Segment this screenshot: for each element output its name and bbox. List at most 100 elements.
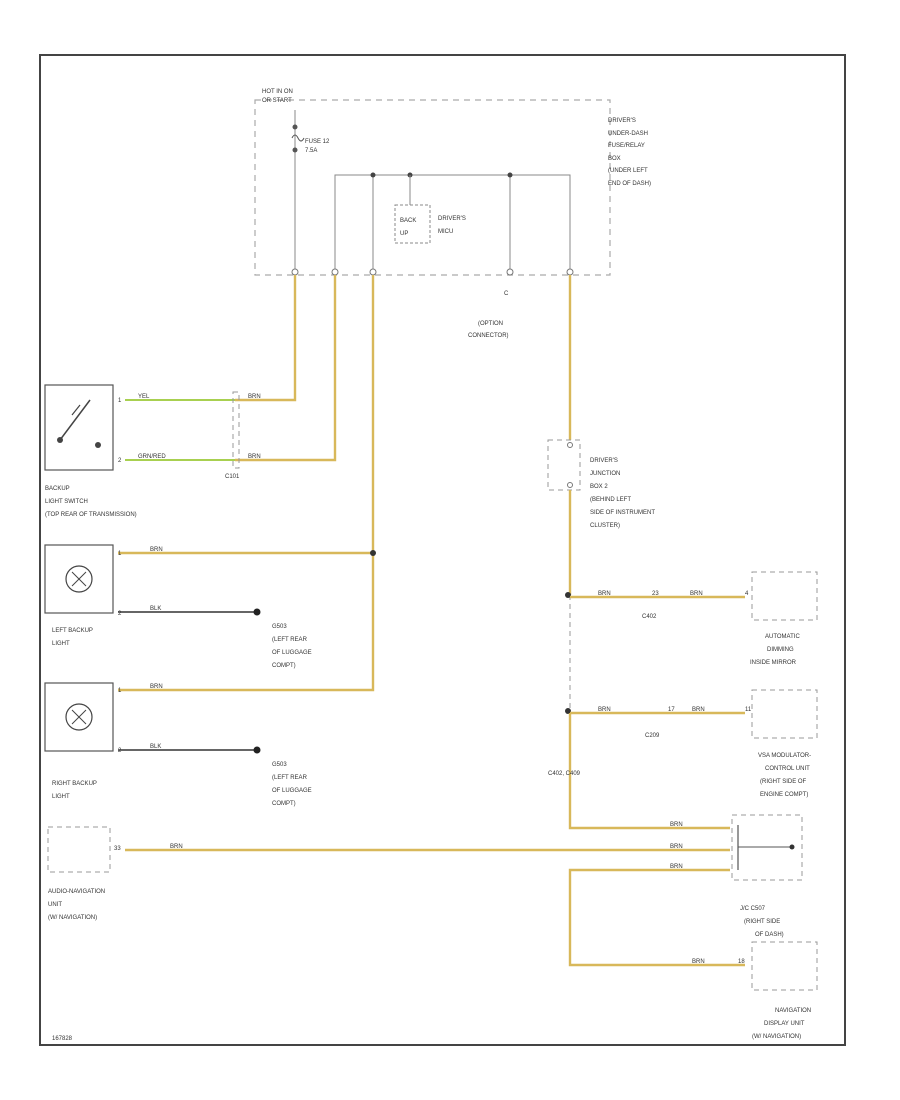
svg-text:BOX: BOX <box>608 156 621 162</box>
svg-text:SIDE OF INSTRUMENT: SIDE OF INSTRUMENT <box>590 510 655 516</box>
svg-text:CONTROL UNIT: CONTROL UNIT <box>765 766 810 772</box>
c402-label: C402 <box>642 614 657 620</box>
svg-text:4: 4 <box>745 591 749 597</box>
ground-g503-2 <box>253 746 261 754</box>
svg-text:33: 33 <box>114 846 121 852</box>
svg-text:LEFT BACKUP: LEFT BACKUP <box>52 628 93 634</box>
wire-backup-feed <box>118 275 375 692</box>
c402-c409-label: C402, C409 <box>548 771 581 777</box>
svg-text:G503: G503 <box>272 762 287 768</box>
fuse-box-label: DRIVER'S UNDER-DASH FUSE/RELAY BOX (UNDE… <box>608 118 651 187</box>
svg-text:2: 2 <box>118 458 122 464</box>
splice-vsa <box>565 708 571 714</box>
option-connector-line-2: CONNECTOR) <box>468 333 509 339</box>
fuse-box-enclosure <box>254 99 611 276</box>
svg-text:OF DASH): OF DASH) <box>755 932 784 938</box>
wire-label-grn: GRN/RED <box>138 454 166 460</box>
hot-label-2: OR START <box>262 98 292 104</box>
svg-text:1: 1 <box>118 551 122 557</box>
svg-text:COMPT): COMPT) <box>272 663 296 669</box>
wire-to-jc-1 <box>568 713 730 830</box>
jc-c507: J/C C507 (RIGHT SIDE OF DASH) <box>731 814 803 938</box>
svg-text:ENGINE COMPT): ENGINE COMPT) <box>760 792 808 798</box>
figure-code: 167828 <box>52 1036 73 1042</box>
svg-text:UNIT: UNIT <box>48 902 62 908</box>
svg-text:DRIVER'S: DRIVER'S <box>608 118 636 124</box>
svg-text:JUNCTION: JUNCTION <box>590 471 620 477</box>
svg-text:(W/ NAVIGATION): (W/ NAVIGATION) <box>48 915 97 921</box>
svg-text:J/C C507: J/C C507 <box>740 906 766 912</box>
svg-text:(RIGHT SIDE: (RIGHT SIDE <box>744 919 780 925</box>
option-connector-line-1: (OPTION <box>478 321 503 327</box>
ground-label-2: G503 (LEFT REAR OF LUGGAGE COMPT) <box>272 762 312 807</box>
fuse-12: FUSE 12 7.5A <box>291 110 330 270</box>
svg-text:END OF DASH): END OF DASH) <box>608 181 651 187</box>
auto-dimming-mirror: 4 AUTOMATIC DIMMING INSIDE MIRROR <box>745 571 818 666</box>
audio-navigation-unit: 33 AUDIO-NAVIGATION UNIT (W/ NAVIGATION) <box>47 826 121 921</box>
svg-text:(LEFT REAR: (LEFT REAR <box>272 775 308 781</box>
c209-label: C209 <box>645 733 660 739</box>
svg-text:2: 2 <box>118 748 122 754</box>
right-backup-light: 1 2 RIGHT BACKUP LIGHT <box>44 682 122 800</box>
ground-g503-1 <box>253 608 261 616</box>
svg-text:11: 11 <box>745 707 752 713</box>
svg-text:LIGHT SWITCH: LIGHT SWITCH <box>45 499 88 505</box>
wire-label-mirror-brn-2: BRN <box>690 591 703 597</box>
svg-text:DRIVER'S: DRIVER'S <box>590 458 618 464</box>
backup-light-switch: 1 2 BACKUP LIGHT SWITCH (TOP REAR OF TRA… <box>44 384 137 518</box>
wire-label-left-brn: BRN <box>150 547 163 553</box>
wire-label-jc-brn-3: BRN <box>670 864 683 870</box>
wire-label-audio-brn: BRN <box>170 844 183 850</box>
wire-label-right-brn: BRN <box>150 684 163 690</box>
svg-text:UNDER-DASH: UNDER-DASH <box>608 131 648 137</box>
left-backup-light: 1 2 LEFT BACKUP LIGHT <box>44 544 122 647</box>
svg-text:BACK: BACK <box>400 218 416 224</box>
svg-text:2: 2 <box>118 611 122 617</box>
wire-label-vsa-brn-1: BRN <box>598 707 611 713</box>
svg-text:FUSE/RELAY: FUSE/RELAY <box>608 143 645 149</box>
svg-text:(BEHIND LEFT: (BEHIND LEFT <box>590 497 631 503</box>
wire-label-left-blk: BLK <box>150 606 161 612</box>
wire-label-yel: YEL <box>138 394 150 400</box>
diagram-border <box>39 54 846 1046</box>
svg-text:COMPT): COMPT) <box>272 801 296 807</box>
svg-text:OF LUGGAGE: OF LUGGAGE <box>272 650 312 656</box>
svg-text:INSIDE MIRROR: INSIDE MIRROR <box>750 660 797 666</box>
svg-text:1: 1 <box>118 688 122 694</box>
svg-text:7.5A: 7.5A <box>305 148 317 154</box>
svg-text:CLUSTER): CLUSTER) <box>590 523 620 529</box>
drivers-junction-box-2: DRIVER'S JUNCTION BOX 2 (BEHIND LEFT SID… <box>547 439 655 529</box>
wire-label-nav-brn: BRN <box>692 959 705 965</box>
svg-text:1: 1 <box>118 398 122 404</box>
svg-text:OF LUGGAGE: OF LUGGAGE <box>272 788 312 794</box>
svg-text:BOX 2: BOX 2 <box>590 484 608 490</box>
c101-label: C101 <box>225 474 240 480</box>
hot-label-1: HOT IN ON <box>262 89 293 95</box>
svg-text:VSA MODULATOR-: VSA MODULATOR- <box>758 753 811 759</box>
svg-text:DRIVER'S: DRIVER'S <box>438 216 466 222</box>
svg-text:(LEFT REAR: (LEFT REAR <box>272 637 308 643</box>
svg-text:(TOP REAR OF TRANSMISSION): (TOP REAR OF TRANSMISSION) <box>45 512 137 518</box>
splice-left <box>370 550 376 556</box>
svg-text:AUDIO-NAVIGATION: AUDIO-NAVIGATION <box>48 889 105 895</box>
internal-bus <box>334 172 571 270</box>
svg-text:(W/ NAVIGATION): (W/ NAVIGATION) <box>752 1034 801 1040</box>
wire-label-brn-1: BRN <box>248 394 261 400</box>
vsa-modulator-unit: 11 VSA MODULATOR- CONTROL UNIT (RIGHT SI… <box>745 689 818 798</box>
pin-c402-1: 23 <box>652 591 659 597</box>
wire-fuse-to-switch <box>235 275 297 402</box>
wire-label-vsa-brn-2: BRN <box>692 707 705 713</box>
connector-c101 <box>232 391 240 469</box>
pin-c209: 17 <box>668 707 675 713</box>
wire-label-jc-brn-2: BRN <box>670 844 683 850</box>
svg-text:DISPLAY UNIT: DISPLAY UNIT <box>764 1021 805 1027</box>
svg-text:UP: UP <box>400 231 408 237</box>
splice-mirror <box>565 592 571 598</box>
fuse-box-pins: C <box>291 268 574 297</box>
svg-text:NAVIGATION: NAVIGATION <box>775 1008 811 1014</box>
wire-label-brn-2: BRN <box>248 454 261 460</box>
svg-text:MICU: MICU <box>438 229 453 235</box>
svg-text:18: 18 <box>738 959 745 965</box>
wire-label-jc-brn-1: BRN <box>670 822 683 828</box>
